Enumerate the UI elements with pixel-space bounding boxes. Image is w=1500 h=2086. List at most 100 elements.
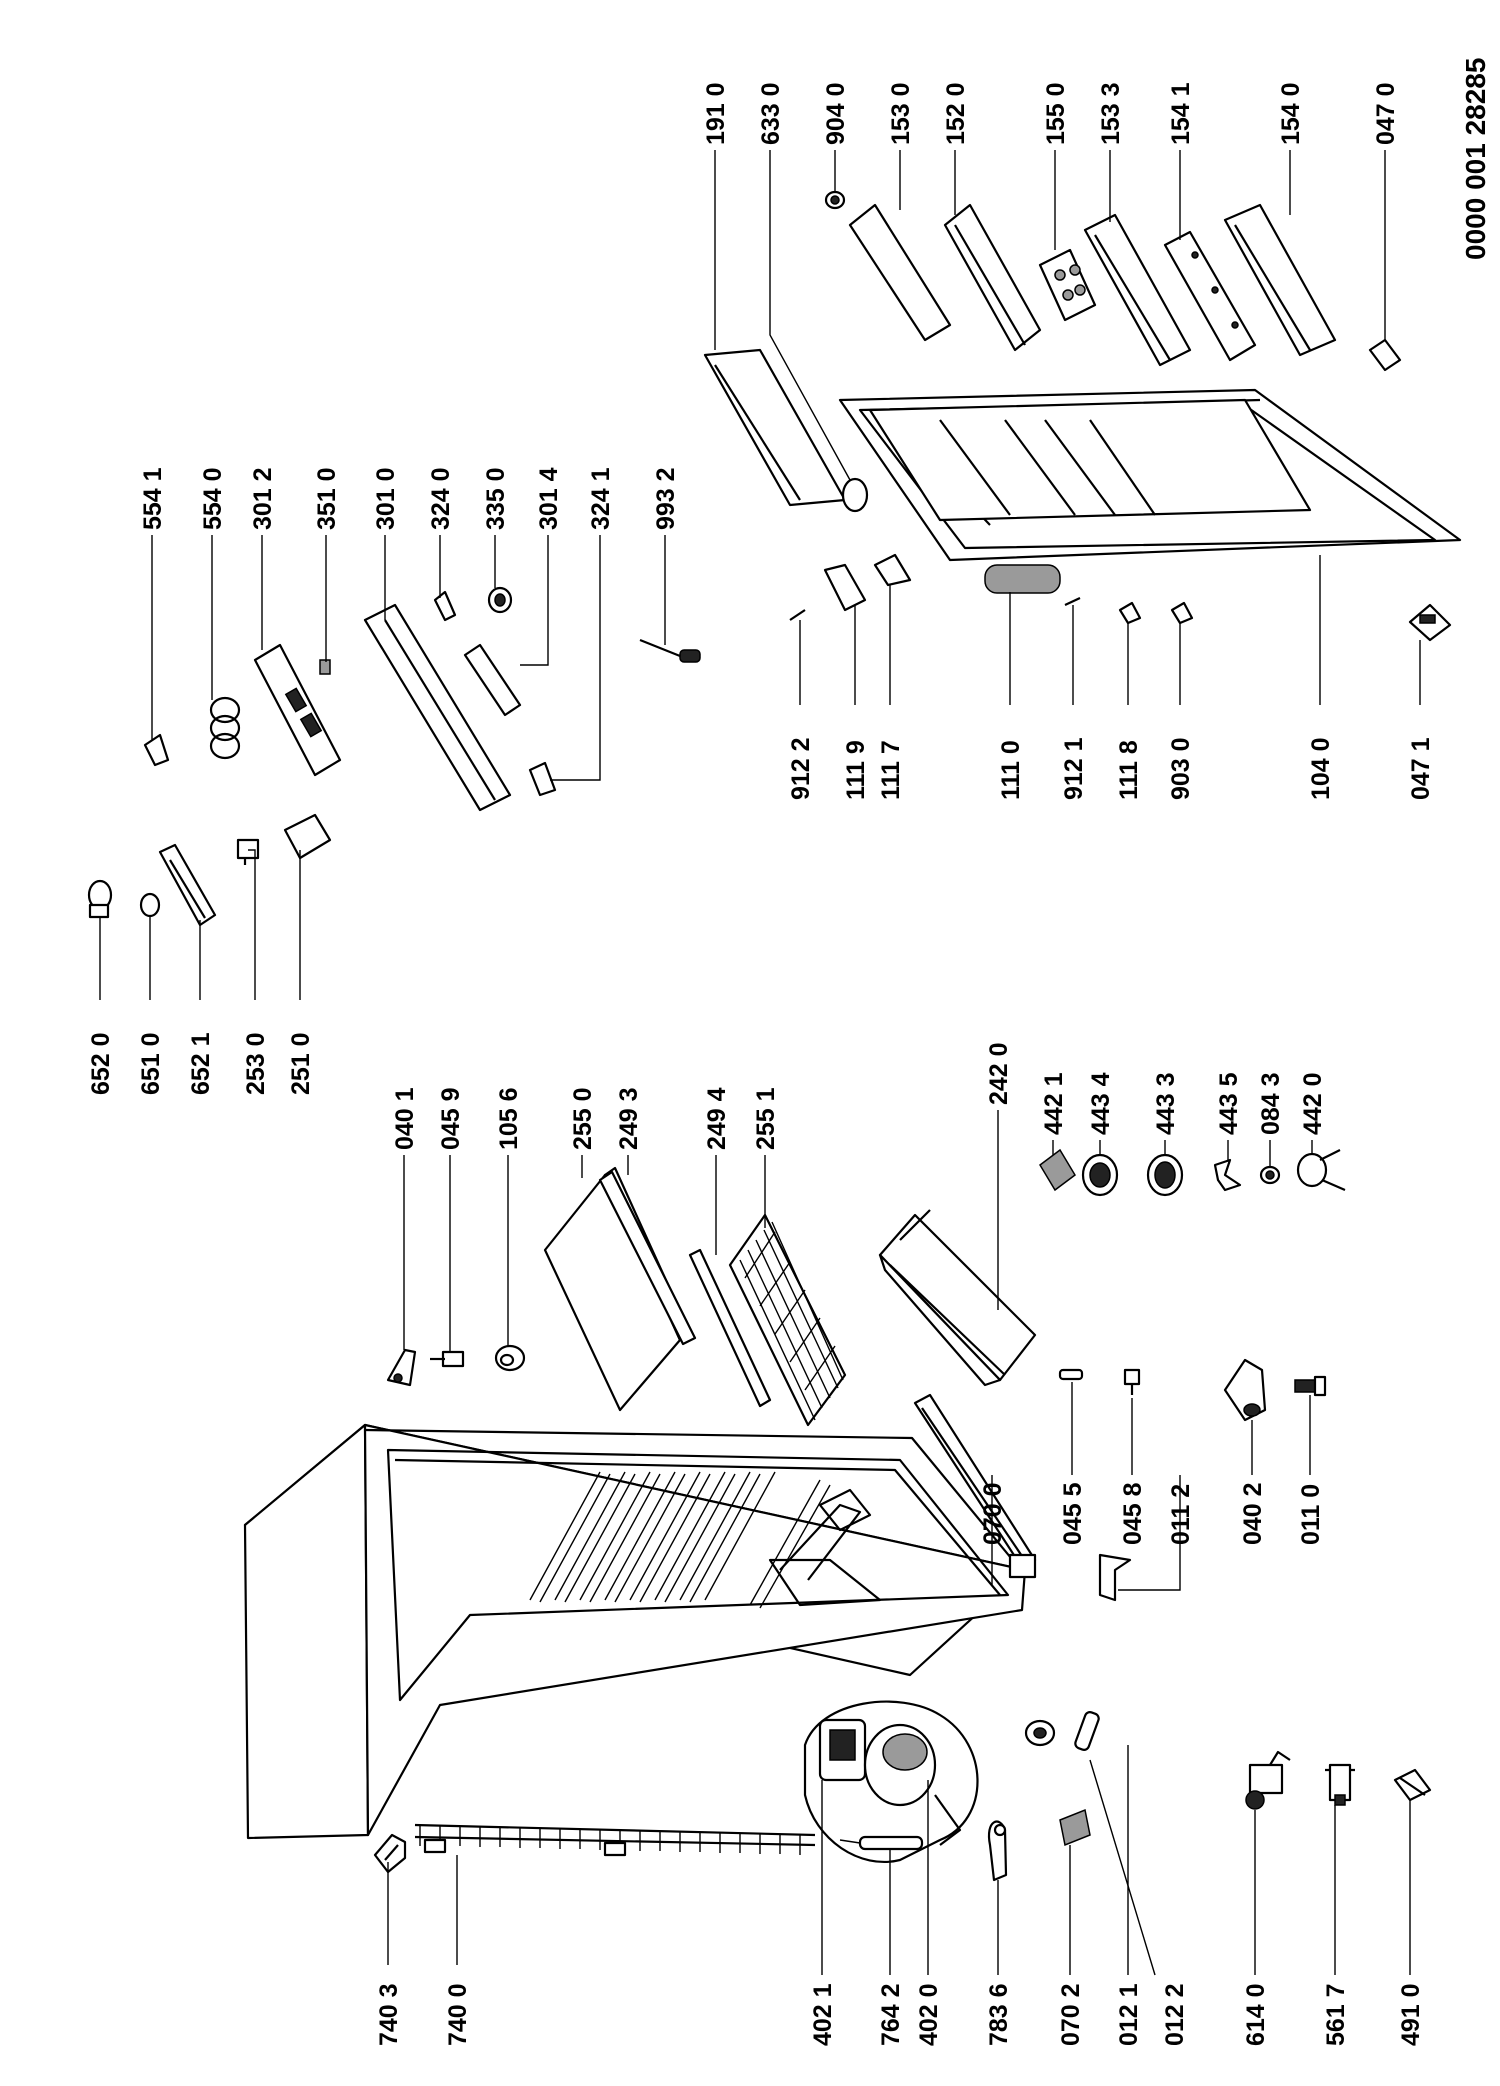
label-0470: 047 0 bbox=[1372, 82, 1400, 145]
label-3350: 335 0 bbox=[482, 467, 510, 530]
part-3350-knob bbox=[487, 586, 513, 614]
label-1040: 104 0 bbox=[1307, 737, 1335, 800]
part-9121-screw bbox=[1064, 597, 1081, 606]
part-3510-switch bbox=[319, 659, 331, 675]
part-6520-lamp bbox=[87, 879, 113, 919]
label-3014: 301 4 bbox=[535, 467, 563, 530]
part-5541-clip bbox=[143, 733, 170, 767]
part-0122-pin bbox=[1074, 1711, 1100, 1751]
part-0401-bracket bbox=[386, 1348, 417, 1387]
label-2510: 251 0 bbox=[287, 1032, 315, 1095]
part-3010-panel-cover bbox=[363, 603, 512, 812]
part-1533-door-shelf bbox=[1083, 213, 1192, 367]
label-9121: 912 1 bbox=[1060, 737, 1088, 800]
label-4433: 443 3 bbox=[1152, 1072, 1180, 1135]
part-0402-hinge bbox=[1223, 1358, 1267, 1422]
part-7642-capillary bbox=[839, 1835, 924, 1851]
part-9040-ball bbox=[824, 190, 846, 210]
label-2420: 242 0 bbox=[985, 1042, 1013, 1105]
label-0402: 040 2 bbox=[1239, 1482, 1267, 1545]
part-4420-fan-assembly bbox=[1296, 1149, 1346, 1192]
part-1119-hinge-cover bbox=[823, 563, 867, 612]
label-1530: 153 0 bbox=[887, 82, 915, 145]
part-number-labels: 740 3 740 0 402 1 764 2 402 0 783 6 070 … bbox=[87, 82, 1435, 2046]
part-4421-fan-bracket bbox=[1039, 1148, 1076, 1192]
part-1520-door-shelf bbox=[943, 203, 1042, 352]
part-2420-drawer bbox=[878, 1209, 1037, 1387]
label-1110: 111 0 bbox=[997, 740, 1025, 800]
part-6521-lamp-housing bbox=[158, 843, 217, 927]
label-1533: 153 3 bbox=[1097, 82, 1125, 145]
part-3240-clip bbox=[433, 590, 457, 622]
label-0459: 045 9 bbox=[437, 1087, 465, 1150]
document-reference-number: 0000 001 28285 bbox=[1460, 58, 1491, 260]
part-0455-pin bbox=[1058, 1368, 1084, 1381]
label-5617: 561 7 bbox=[1322, 1983, 1350, 2046]
label-4435: 443 5 bbox=[1215, 1072, 1243, 1135]
part-0458-screw bbox=[1123, 1368, 1141, 1395]
label-2530: 253 0 bbox=[242, 1032, 270, 1095]
part-6510-bulb bbox=[139, 892, 161, 918]
label-0122: 012 2 bbox=[1161, 1983, 1189, 2046]
part-7403-bracket bbox=[373, 1833, 407, 1874]
label-1118: 111 8 bbox=[1115, 740, 1143, 800]
label-6520: 652 0 bbox=[87, 1032, 115, 1095]
part-3012-control-panel bbox=[253, 643, 342, 777]
part-2493-shelf-trim bbox=[598, 1170, 697, 1346]
label-0458: 045 8 bbox=[1119, 1482, 1147, 1545]
label-0843: 084 3 bbox=[1257, 1072, 1285, 1135]
part-3241-clip bbox=[528, 761, 557, 797]
label-3240: 324 0 bbox=[427, 467, 455, 530]
label-5540: 554 0 bbox=[199, 467, 227, 530]
part-2551-wire-shelf bbox=[728, 1213, 847, 1427]
part-1541-door-shelf bbox=[1163, 230, 1257, 362]
label-4021: 402 1 bbox=[809, 1983, 837, 2046]
label-0471: 047 1 bbox=[1407, 737, 1435, 800]
label-7403: 740 3 bbox=[375, 1983, 403, 2046]
door-inner-liner bbox=[868, 398, 1312, 522]
label-0401: 040 1 bbox=[391, 1087, 419, 1150]
part-9030-stop bbox=[1170, 601, 1194, 625]
label-3510: 351 0 bbox=[313, 467, 341, 530]
label-4434: 443 4 bbox=[1087, 1072, 1115, 1135]
label-4910: 491 0 bbox=[1397, 1983, 1425, 2046]
label-7642: 764 2 bbox=[877, 1983, 905, 2046]
label-2550: 255 0 bbox=[569, 1087, 597, 1150]
label-1520: 152 0 bbox=[942, 82, 970, 145]
label-7400: 740 0 bbox=[444, 1983, 472, 2046]
label-0455: 045 5 bbox=[1059, 1482, 1087, 1545]
label-6330: 633 0 bbox=[757, 82, 785, 145]
label-3012: 301 2 bbox=[249, 467, 277, 530]
label-1117: 111 7 bbox=[877, 740, 905, 800]
part-1550-egg-tray bbox=[1038, 248, 1097, 322]
label-3010: 301 0 bbox=[372, 467, 400, 530]
part-5540-spring bbox=[209, 696, 241, 760]
part-0470-clip bbox=[1368, 338, 1402, 372]
part-5617-plug bbox=[1325, 1763, 1355, 1806]
part-4435-fan-blade bbox=[1213, 1158, 1242, 1192]
part-4910-bracket bbox=[1393, 1768, 1432, 1802]
door-frame-strip bbox=[913, 1393, 1037, 1579]
part-2494-shelf-trim bbox=[688, 1248, 772, 1408]
part-2510-knob bbox=[283, 813, 332, 860]
label-2494: 249 4 bbox=[703, 1087, 731, 1150]
label-1056: 105 6 bbox=[495, 1087, 523, 1150]
label-0700: 070 0 bbox=[979, 1482, 1007, 1545]
label-9040: 904 0 bbox=[822, 82, 850, 145]
label-1119: 111 9 bbox=[842, 740, 870, 800]
label-1550: 155 0 bbox=[1042, 82, 1070, 145]
label-6510: 651 0 bbox=[137, 1032, 165, 1095]
part-1056-cap bbox=[494, 1344, 526, 1372]
part-2530-thermostat bbox=[236, 838, 260, 865]
cabinet-body bbox=[243, 1423, 1027, 1863]
part-3014-cover bbox=[463, 643, 522, 717]
label-4020: 402 0 bbox=[915, 1983, 943, 2046]
part-1110-handle bbox=[984, 564, 1061, 594]
label-4420: 442 0 bbox=[1299, 1072, 1327, 1135]
label-3241: 324 1 bbox=[587, 467, 615, 530]
label-0121: 012 1 bbox=[1115, 1983, 1143, 2046]
part-7836-clip bbox=[987, 1820, 1008, 1882]
label-1541: 154 1 bbox=[1167, 82, 1195, 145]
label-1540: 154 0 bbox=[1277, 82, 1305, 145]
